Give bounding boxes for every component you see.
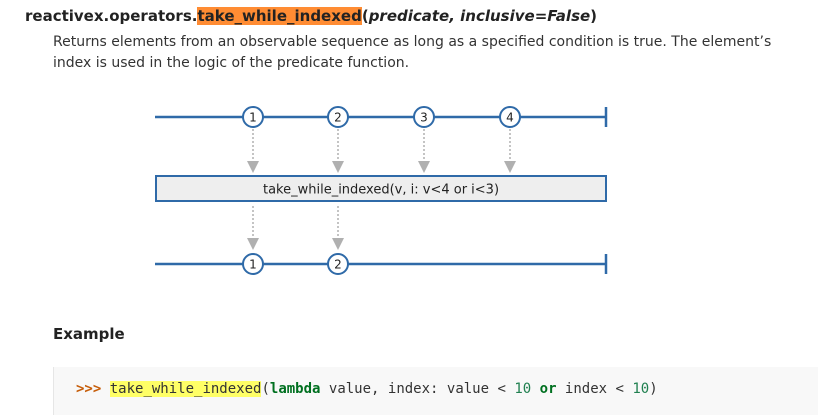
marble-diagram: 1 2 3 4 take_while_indexed(v, i: v<4 or …: [155, 106, 608, 275]
input-marble: 2: [327, 106, 349, 128]
output-marble: 2: [327, 253, 349, 275]
output-marble-label: 2: [334, 258, 342, 272]
output-arrows: [247, 206, 344, 250]
input-marble-label: 1: [249, 111, 257, 125]
code-paren-open: (: [261, 381, 270, 397]
output-marble-label: 1: [249, 258, 257, 272]
function-description: Returns elements from an observable sequ…: [53, 34, 772, 71]
code-block: >>> take_while_indexed(lambda value, ind…: [53, 367, 818, 415]
input-marble-label: 2: [334, 111, 342, 125]
module-path: reactivex.operators.: [25, 7, 198, 25]
output-marble: 1: [242, 253, 264, 275]
open-paren: (: [361, 7, 369, 25]
input-marble: 4: [499, 106, 521, 128]
code-number: 10: [514, 381, 532, 397]
code-number: 10: [632, 381, 650, 397]
operator-box: [155, 175, 607, 202]
function-name[interactable]: take_while_indexed: [197, 7, 362, 25]
input-arrows: [247, 129, 516, 173]
operator-label: take_while_indexed(v, i: v<4 or i<3): [263, 183, 499, 198]
code-mid: index <: [556, 381, 633, 397]
code-keyword-or: or: [539, 381, 557, 397]
code-function-name: take_while_indexed: [109, 381, 262, 397]
input-marbles: 1 2 3 4: [242, 106, 521, 128]
code-args: value, index: value <: [320, 381, 515, 397]
input-marble: 1: [242, 106, 264, 128]
code-line: >>> take_while_indexed(lambda value, ind…: [76, 381, 658, 397]
function-params: predicate, inclusive=False: [368, 7, 591, 25]
code-keyword-lambda: lambda: [269, 381, 321, 397]
input-marble-label: 4: [506, 111, 514, 125]
input-marble: 3: [413, 106, 435, 128]
example-heading: Example: [53, 325, 125, 343]
output-marbles: 1 2: [242, 253, 349, 275]
input-marble-label: 3: [420, 111, 428, 125]
code-prompt: >>>: [76, 381, 102, 397]
close-paren: ): [590, 7, 598, 25]
code-paren-close: ): [649, 381, 658, 397]
function-signature: reactivex.operators.take_while_indexed(p…: [25, 7, 597, 25]
